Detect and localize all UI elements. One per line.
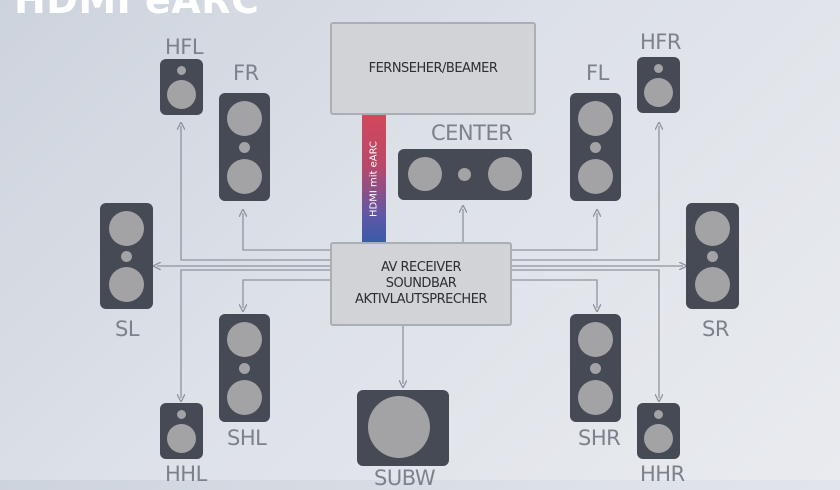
speaker-hfr	[637, 57, 680, 113]
label-hhl: HHL	[165, 462, 207, 486]
woofer-left-icon	[408, 157, 442, 191]
woofer-bottom-icon	[578, 380, 613, 415]
woofer-top-icon	[695, 211, 730, 246]
woofer-bottom-icon	[227, 159, 262, 194]
tweeter-icon	[239, 363, 250, 374]
line-hfr	[512, 126, 659, 261]
tv-box: FERNSEHER/BEAMER	[330, 22, 536, 115]
label-fl: FL	[586, 61, 609, 85]
line-fr	[243, 213, 330, 251]
label-sl: SL	[115, 317, 140, 341]
speaker-sl	[100, 203, 153, 309]
tweeter-icon	[458, 168, 471, 181]
tv-label: FERNSEHER/BEAMER	[368, 60, 498, 76]
tweeter-icon	[590, 142, 601, 153]
speaker-center	[398, 149, 532, 200]
label-shl: SHL	[227, 426, 267, 450]
label-shr: SHR	[578, 426, 621, 450]
label-subw: SUBW	[374, 466, 436, 490]
connection-lines	[0, 0, 840, 480]
woofer-bottom-icon	[109, 267, 144, 302]
woofer-top-icon	[109, 211, 144, 246]
receiver-line-2: SOUNDBAR	[385, 276, 457, 291]
speaker-subwoofer	[357, 390, 449, 466]
speaker-hhl	[160, 403, 203, 459]
line-hfl	[181, 126, 330, 261]
woofer-top-icon	[578, 101, 613, 136]
speaker-fl	[570, 93, 621, 201]
line-hhl	[181, 269, 330, 398]
receiver-box: AV RECEIVER SOUNDBAR AKTIVLAUTSPRECHER	[330, 242, 512, 326]
woofer-top-icon	[227, 101, 262, 136]
tweeter-icon	[654, 410, 663, 419]
line-shl	[243, 279, 330, 308]
woofer-icon	[167, 424, 196, 453]
diagram-title: HDMI eARC	[14, 0, 260, 22]
speaker-sr	[686, 203, 739, 309]
speaker-hhr	[637, 403, 680, 459]
woofer-icon	[167, 80, 196, 109]
woofer-bottom-icon	[578, 159, 613, 194]
speaker-hfl	[160, 59, 203, 115]
hdmi-cable: HDMI mit eARC	[362, 115, 386, 242]
label-sr: SR	[702, 317, 729, 341]
woofer-bottom-icon	[227, 380, 262, 415]
center-label: CENTER	[431, 121, 513, 145]
tweeter-icon	[121, 251, 132, 262]
woofer-icon	[644, 78, 673, 107]
speaker-shr	[570, 314, 621, 422]
receiver-line-3: AKTIVLAUTSPRECHER	[355, 292, 487, 307]
line-shr	[512, 279, 597, 308]
label-hfr: HFR	[640, 30, 681, 54]
tweeter-icon	[590, 363, 601, 374]
tweeter-icon	[239, 142, 250, 153]
tweeter-icon	[177, 410, 186, 419]
speaker-fr	[219, 93, 270, 201]
line-hhr	[512, 269, 659, 398]
subwoofer-driver-icon	[368, 396, 430, 458]
tweeter-icon	[707, 251, 718, 262]
tweeter-icon	[654, 64, 663, 73]
woofer-bottom-icon	[695, 267, 730, 302]
woofer-top-icon	[578, 322, 613, 357]
label-hfl: HFL	[165, 35, 204, 59]
receiver-line-1: AV RECEIVER	[380, 260, 462, 275]
line-fl	[512, 213, 597, 251]
hdmi-label: HDMI mit eARC	[368, 140, 380, 217]
label-fr: FR	[233, 61, 259, 85]
tweeter-icon	[177, 66, 186, 75]
woofer-top-icon	[227, 322, 262, 357]
speaker-shl	[219, 314, 270, 422]
woofer-icon	[644, 424, 673, 453]
woofer-right-icon	[488, 157, 522, 191]
label-hhr: HHR	[640, 462, 685, 486]
